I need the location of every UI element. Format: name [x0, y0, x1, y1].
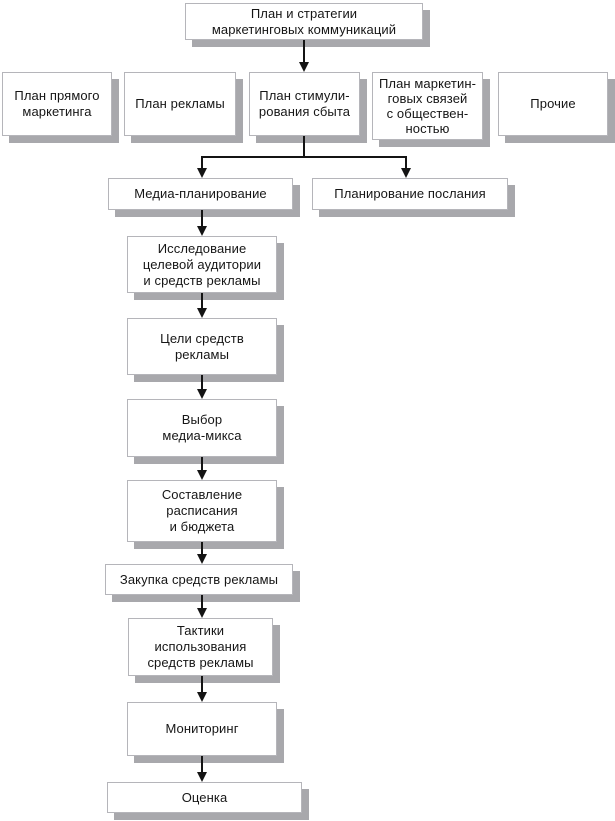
node-direct-marketing-plan: План прямого маркетинга: [2, 72, 112, 136]
arrow-chain-6-shaft: [201, 595, 203, 610]
node-media-buying: Закупка средств рекламы: [105, 564, 293, 595]
node-media-objectives: Цели средств рекламы: [127, 318, 277, 375]
arrow-branch-left-head: [197, 168, 207, 178]
node-media-planning: Медиа-планирование: [108, 178, 293, 210]
node-monitoring: Мониторинг: [127, 702, 277, 756]
branch-connector-crossbar: [201, 156, 407, 158]
arrow-root-to-sales-promotion-shaft: [303, 40, 305, 64]
arrow-chain-3-head: [197, 389, 207, 399]
arrow-branch-right-shaft: [405, 156, 407, 170]
node-media-mix-selection: Выбор медиа-микса: [127, 399, 277, 457]
branch-connector-stem: [303, 136, 305, 158]
arrow-chain-2-shaft: [201, 293, 203, 310]
arrow-chain-3-shaft: [201, 375, 203, 391]
arrow-chain-5-head: [197, 554, 207, 564]
node-public-relations-plan: План маркетин- говых связей с обществен-…: [372, 72, 483, 140]
node-media-usage-tactics: Тактики использования средств рекламы: [128, 618, 273, 676]
node-evaluation: Оценка: [107, 782, 302, 813]
arrow-branch-left-shaft: [201, 156, 203, 170]
arrow-chain-8-head: [197, 772, 207, 782]
node-scheduling-and-budget: Составление расписания и бюджета: [127, 480, 277, 542]
arrow-root-to-sales-promotion-head: [299, 62, 309, 72]
arrow-chain-1-shaft: [201, 210, 203, 228]
arrow-chain-1-head: [197, 226, 207, 236]
node-other-plans: Прочие: [498, 72, 608, 136]
arrow-chain-2-head: [197, 308, 207, 318]
arrow-chain-4-head: [197, 470, 207, 480]
node-message-planning: Планирование послания: [312, 178, 508, 210]
arrow-chain-6-head: [197, 608, 207, 618]
node-target-audience-research: Исследование целевой аудитории и средств…: [127, 236, 277, 293]
node-plan-and-strategies: План и стратегии маркетинговых коммуника…: [185, 3, 423, 40]
arrow-chain-8-shaft: [201, 756, 203, 774]
arrow-chain-7-head: [197, 692, 207, 702]
arrow-chain-5-shaft: [201, 542, 203, 556]
arrow-branch-right-head: [401, 168, 411, 178]
node-sales-promotion-plan: План стимули- рования сбыта: [249, 72, 360, 136]
node-advertising-plan: План рекламы: [124, 72, 236, 136]
arrow-chain-7-shaft: [201, 676, 203, 694]
arrow-chain-4-shaft: [201, 457, 203, 472]
